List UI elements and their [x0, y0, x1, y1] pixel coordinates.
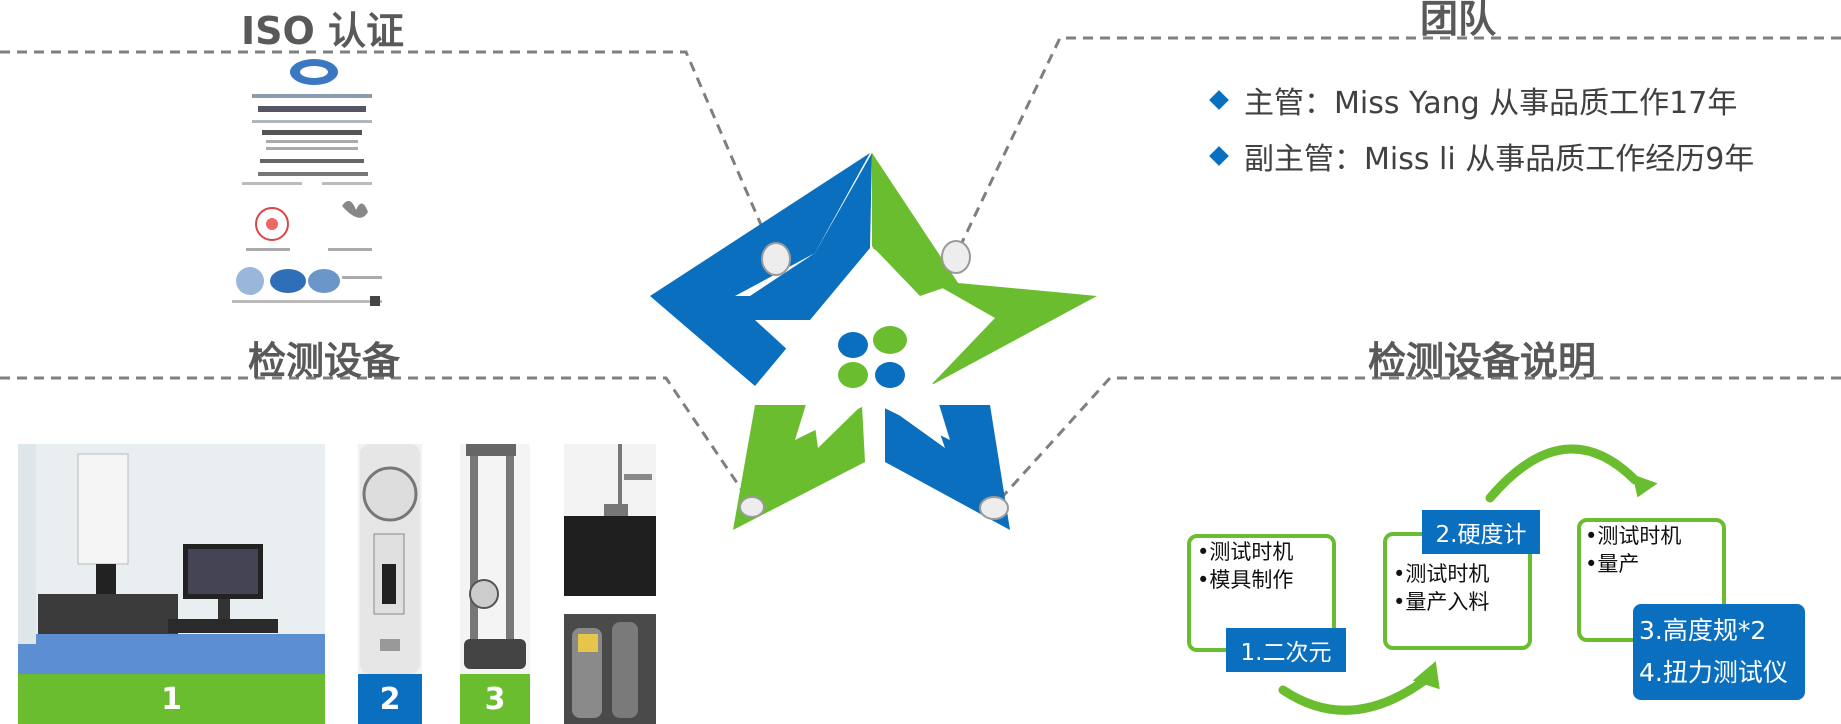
equipment-photo-5 — [564, 614, 656, 724]
process-step-1-title: 1.二次元 — [1226, 628, 1346, 672]
heading-equipment: 检测设备 — [248, 339, 401, 383]
star-arm-upper-left — [650, 153, 872, 386]
circle-top-right — [941, 240, 971, 274]
equipment-photo — [360, 444, 420, 674]
process-arrows — [1278, 444, 1640, 715]
dot-bottom-left — [838, 362, 868, 388]
star-arm-upper-right — [872, 153, 1097, 386]
equipment-photo-1 — [18, 444, 325, 674]
curved-arrow-icon — [1278, 675, 1430, 715]
process-step-1-line: •模具制作 — [1197, 568, 1294, 592]
dot-top-right — [873, 326, 907, 354]
circle-bottom-left — [739, 496, 765, 518]
process-step-3-line: •量产 — [1585, 552, 1640, 576]
connector-iso — [0, 50, 777, 258]
circle-bottom-right — [979, 496, 1009, 520]
process-step-3-title-line: 4.扭力测试仪 — [1639, 658, 1788, 687]
equipment-photo — [564, 614, 656, 724]
dot-top-left — [838, 332, 868, 358]
team-item-deputy: 副主管：Miss li 从事品质工作经历9年 — [1208, 128, 1754, 184]
process-step-1-text: •测试时机 •模具制作 — [1197, 538, 1293, 594]
star-arm-bottom-left — [733, 405, 865, 530]
process-step-2-text: •测试时机 •量产入料 — [1393, 560, 1489, 616]
equipment-photo-3 — [460, 444, 530, 674]
label-bar-3: 3 — [460, 674, 530, 724]
connector-circles — [739, 240, 1009, 520]
arrowhead-2 — [1632, 474, 1658, 498]
process-step-3-text: •测试时机 •量产 — [1585, 522, 1681, 578]
heading-iso: ISO 认证 — [241, 9, 405, 53]
star-logo — [650, 153, 1097, 530]
curved-arrow-icon — [1485, 444, 1640, 503]
dot-bottom-right — [875, 362, 905, 388]
process-step-2-title: 2.硬度计 — [1422, 510, 1540, 554]
star-arm-bottom-right — [885, 405, 1010, 530]
connector-lines — [0, 36, 1841, 507]
process-step-1-line: •测试时机 — [1197, 540, 1294, 564]
process-step-3-title-line: 3.高度规*2 — [1639, 616, 1767, 645]
process-step-3-title: 3.高度规*2 4.扭力测试仪 — [1633, 604, 1805, 700]
connector-team — [953, 36, 1841, 258]
process-step-3-line: •测试时机 — [1585, 524, 1682, 548]
team-item-text: 副主管：Miss li 从事品质工作经历9年 — [1244, 142, 1755, 177]
star-inner — [755, 246, 990, 440]
connector-equipment — [0, 376, 754, 506]
team-item-manager: 主管：Miss Yang 从事品质工作17年 — [1208, 72, 1754, 128]
star-arm-top-left — [650, 153, 870, 296]
process-step-2-line: •量产入料 — [1393, 590, 1490, 614]
label-bar-2: 2 — [358, 674, 422, 724]
connector-notes — [993, 376, 1841, 507]
heading-equipment-notes: 检测设备说明 — [1368, 339, 1597, 383]
circle-top-left — [761, 242, 791, 276]
label-bar-1: 1 — [18, 674, 325, 724]
process-step-2-line: •测试时机 — [1393, 562, 1490, 586]
arrowhead-1 — [1412, 661, 1440, 690]
certificate-drawing — [232, 59, 382, 306]
certificate-image — [222, 56, 392, 314]
heading-team: 团队 — [1420, 0, 1497, 41]
team-item-text: 主管：Miss Yang 从事品质工作17年 — [1244, 86, 1738, 121]
equipment-photo — [18, 444, 325, 674]
diamond-bullet-icon — [1209, 146, 1229, 166]
equipment-photo — [464, 444, 526, 669]
equipment-photo — [564, 444, 656, 596]
equipment-photo-4 — [564, 444, 656, 596]
equipment-photo-2 — [358, 444, 422, 674]
diamond-bullet-icon — [1209, 90, 1229, 110]
team-list: 主管：Miss Yang 从事品质工作17年 副主管：Miss li 从事品质工… — [1208, 72, 1754, 184]
